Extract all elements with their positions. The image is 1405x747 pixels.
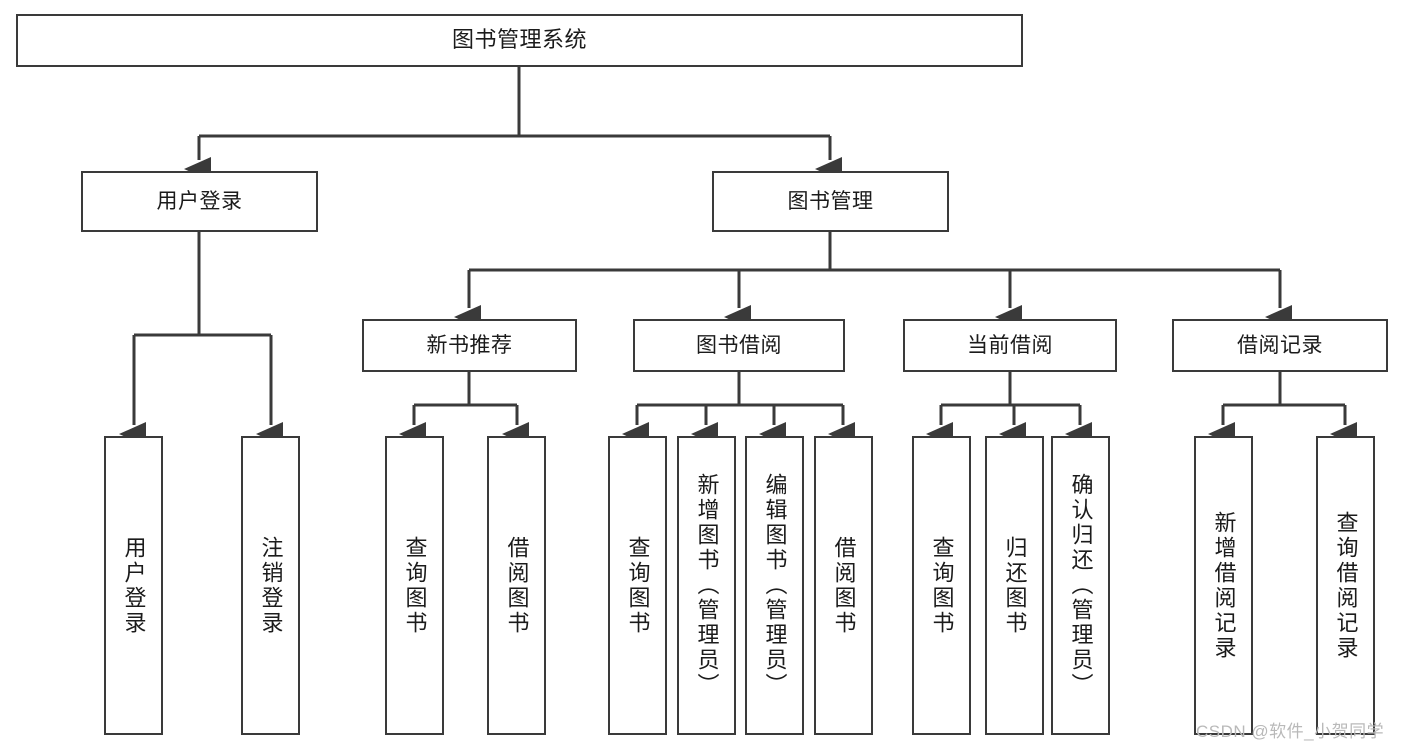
node-current-borrow[interactable]: 当前借阅 (903, 319, 1117, 372)
node-book-borrow[interactable]: 图书借阅 (633, 319, 845, 372)
node-leaf-add-borrow-record[interactable]: 新增借阅记录 (1194, 436, 1253, 735)
node-book-manage-label: 图书管理 (787, 189, 874, 213)
node-new-book-recommend-label: 新书推荐 (426, 333, 513, 357)
node-new-book-recommend[interactable]: 新书推荐 (362, 319, 577, 372)
node-book-manage[interactable]: 图书管理 (712, 171, 949, 232)
node-leaf-return-book-label: 归还图书 (1002, 535, 1028, 636)
node-leaf-add-book-admin-label: 新增图书（管理员） (694, 473, 720, 698)
node-user-login-label: 用户登录 (156, 189, 243, 213)
csdn-watermark: CSDN @软件_小贺同学 (1196, 722, 1385, 741)
node-leaf-borrow-book-recommend-label: 借阅图书 (504, 535, 530, 636)
node-current-borrow-label: 当前借阅 (967, 333, 1053, 357)
node-borrow-record-label: 借阅记录 (1237, 333, 1323, 357)
node-leaf-edit-book-admin[interactable]: 编辑图书（管理员） (745, 436, 804, 735)
node-leaf-user-logout[interactable]: 注销登录 (241, 436, 300, 735)
node-leaf-return-book[interactable]: 归还图书 (985, 436, 1044, 735)
node-leaf-borrow-book-recommend[interactable]: 借阅图书 (487, 436, 546, 735)
node-leaf-add-borrow-record-label: 新增借阅记录 (1211, 510, 1237, 661)
node-leaf-confirm-return-admin[interactable]: 确认归还（管理员） (1051, 436, 1110, 735)
node-user-login[interactable]: 用户登录 (81, 171, 318, 232)
node-leaf-query-book-borrow[interactable]: 查询图书 (608, 436, 667, 735)
node-borrow-record[interactable]: 借阅记录 (1172, 319, 1388, 372)
node-leaf-borrow-book-label: 借阅图书 (831, 535, 857, 636)
node-leaf-edit-book-admin-label: 编辑图书（管理员） (762, 473, 788, 698)
node-leaf-query-book-borrow-label: 查询图书 (625, 535, 651, 636)
node-leaf-query-book-recommend-label: 查询图书 (402, 535, 428, 636)
node-root[interactable]: 图书管理系统 (16, 14, 1023, 67)
node-leaf-borrow-book[interactable]: 借阅图书 (814, 436, 873, 735)
node-leaf-confirm-return-admin-label: 确认归还（管理员） (1068, 473, 1094, 698)
node-root-label: 图书管理系统 (451, 27, 587, 53)
node-leaf-query-book-current[interactable]: 查询图书 (912, 436, 971, 735)
node-book-borrow-label: 图书借阅 (696, 333, 782, 357)
node-leaf-user-login-label: 用户登录 (121, 535, 147, 636)
node-leaf-query-book-recommend[interactable]: 查询图书 (385, 436, 444, 735)
node-leaf-add-book-admin[interactable]: 新增图书（管理员） (677, 436, 736, 735)
node-leaf-user-logout-label: 注销登录 (258, 535, 284, 636)
node-leaf-query-borrow-record[interactable]: 查询借阅记录 (1316, 436, 1375, 735)
node-leaf-query-book-current-label: 查询图书 (929, 535, 955, 636)
node-leaf-query-borrow-record-label: 查询借阅记录 (1333, 510, 1359, 661)
node-leaf-user-login[interactable]: 用户登录 (104, 436, 163, 735)
